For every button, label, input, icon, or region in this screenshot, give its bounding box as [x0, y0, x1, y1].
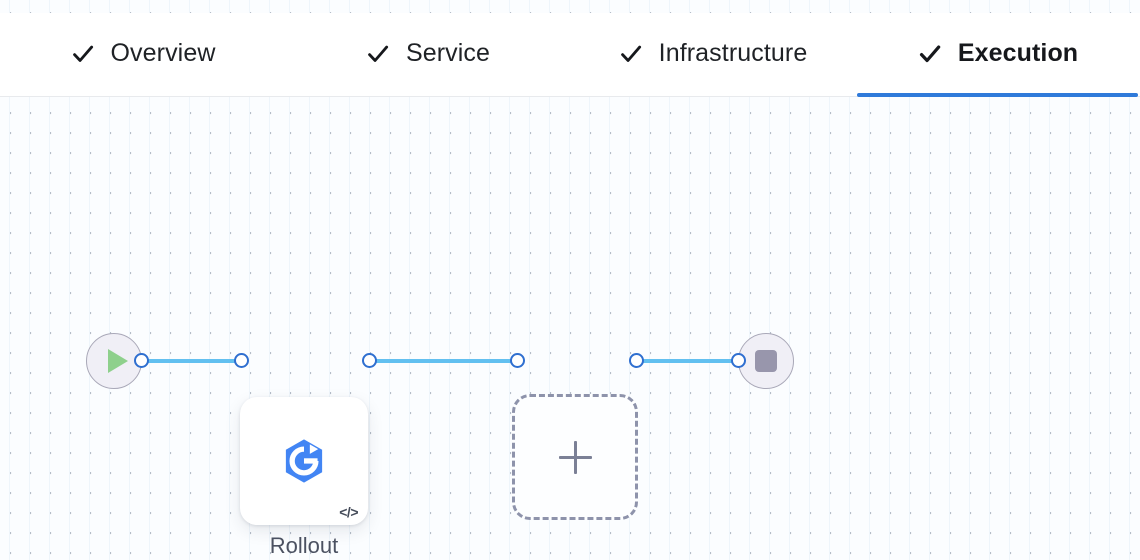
- port-addstep-input[interactable]: [510, 353, 525, 368]
- port-end-input[interactable]: [731, 353, 746, 368]
- port-start-output[interactable]: [134, 353, 149, 368]
- tab-label-execution: Execution: [957, 39, 1079, 67]
- tab-infrastructure[interactable]: Infrastructure: [570, 13, 855, 96]
- tab-underline-active: [857, 93, 1138, 97]
- cloud-deploy-icon: [279, 436, 329, 486]
- tab-service[interactable]: Service: [285, 13, 570, 96]
- node-rollout-deployment[interactable]: </>: [240, 397, 368, 525]
- tab-label-infrastructure: Infrastructure: [658, 39, 808, 67]
- edge-start-to-rollout: [141, 359, 242, 363]
- edge-rollout-to-addstep: [369, 359, 517, 363]
- port-addstep-output[interactable]: [629, 353, 644, 368]
- plus-icon: [558, 440, 592, 474]
- tab-label-service: Service: [405, 39, 491, 67]
- stop-icon: [755, 350, 777, 372]
- check-icon: [618, 41, 644, 67]
- flow-end-node[interactable]: [738, 333, 794, 389]
- port-rollout-output[interactable]: [362, 353, 377, 368]
- node-label-line-1: Rollout: [269, 533, 339, 558]
- execution-flow-graph: </> Rollout Deployment Add step: [0, 96, 1140, 560]
- tab-overview[interactable]: Overview: [0, 13, 285, 96]
- check-icon: [70, 41, 96, 67]
- tab-label-overview: Overview: [110, 39, 216, 67]
- tab-execution[interactable]: Execution: [855, 13, 1140, 97]
- add-step-button[interactable]: [512, 394, 638, 520]
- flow-start-node[interactable]: [86, 333, 142, 389]
- code-icon: </>: [339, 504, 358, 520]
- port-rollout-input[interactable]: [234, 353, 249, 368]
- check-icon: [917, 41, 943, 67]
- edge-addstep-to-end: [636, 359, 739, 363]
- play-icon: [107, 349, 128, 373]
- node-label-rollout-deployment: Rollout Deployment: [180, 441, 428, 560]
- check-icon: [365, 41, 391, 67]
- pipeline-stage-tabs: Overview Service: [0, 13, 1140, 97]
